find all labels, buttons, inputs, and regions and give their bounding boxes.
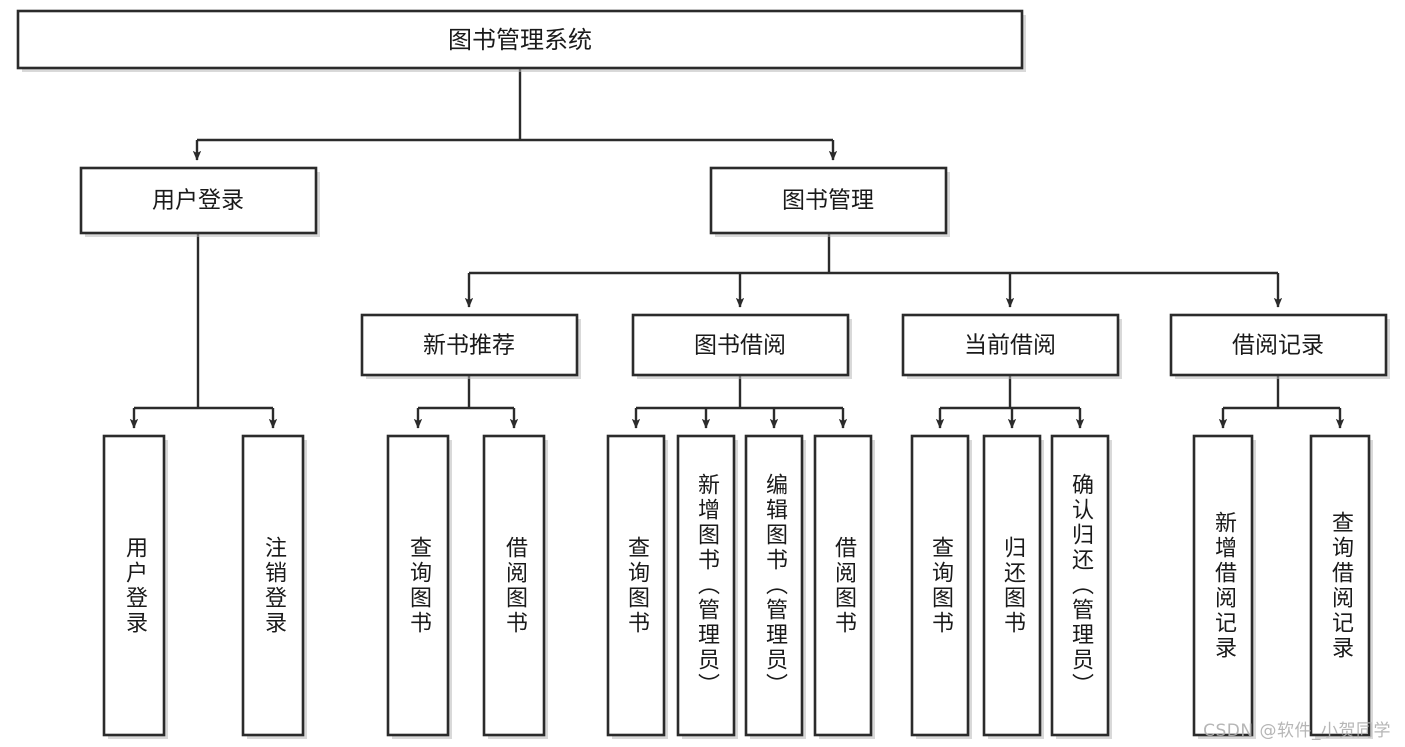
connector-group-root <box>192 68 838 161</box>
connector-group-user-login <box>129 233 278 429</box>
node-root-system[interactable]: 图书管理系统 <box>16 9 1026 72</box>
connector-group-current-borrow <box>935 375 1085 429</box>
csdn-watermark: CSDN @软件_小贺同学 <box>1203 721 1391 741</box>
node-root-label: 图书管理系统 <box>448 26 592 54</box>
node-book-manage-label: 图书管理 <box>782 188 874 214</box>
leaf-query-book-c[interactable] <box>910 434 972 739</box>
node-new-book-recommend-label: 新书推荐 <box>423 333 515 359</box>
node-borrow-record[interactable]: 借阅记录 <box>1169 313 1390 379</box>
leaf-borrow-book-a[interactable] <box>482 434 548 739</box>
node-new-book-recommend[interactable]: 新书推荐 <box>360 313 581 379</box>
connector-group-borrow-record <box>1218 375 1345 429</box>
node-current-borrow[interactable]: 当前借阅 <box>901 313 1122 379</box>
leaf-query-book-a[interactable] <box>386 434 452 739</box>
node-book-borrow-label: 图书借阅 <box>694 333 786 359</box>
leaf-add-borrow-record[interactable] <box>1192 434 1256 739</box>
connector-group-new-book-rec <box>413 375 519 429</box>
leaf-edit-book-admin[interactable] <box>744 434 806 739</box>
leaf-borrow-book-b[interactable] <box>813 434 875 739</box>
leaf-logout[interactable] <box>241 434 307 739</box>
node-book-borrow[interactable]: 图书借阅 <box>631 313 852 379</box>
leaf-add-book-admin[interactable] <box>676 434 738 739</box>
node-user-login[interactable]: 用户登录 <box>79 166 320 237</box>
connector-group-book-manage <box>464 233 1283 308</box>
leaf-query-borrow-record[interactable] <box>1309 434 1373 739</box>
node-book-manage[interactable]: 图书管理 <box>709 166 950 237</box>
leaf-box-group <box>102 434 1373 739</box>
leaf-return-book[interactable] <box>982 434 1044 739</box>
leaf-query-book-b[interactable] <box>606 434 668 739</box>
leaf-user-login[interactable] <box>102 434 168 739</box>
node-borrow-record-label: 借阅记录 <box>1232 333 1324 359</box>
leaf-confirm-return-admin[interactable] <box>1050 434 1112 739</box>
node-current-borrow-label: 当前借阅 <box>964 333 1056 359</box>
node-user-login-label: 用户登录 <box>152 188 244 214</box>
connector-group-book-borrow <box>631 375 848 429</box>
